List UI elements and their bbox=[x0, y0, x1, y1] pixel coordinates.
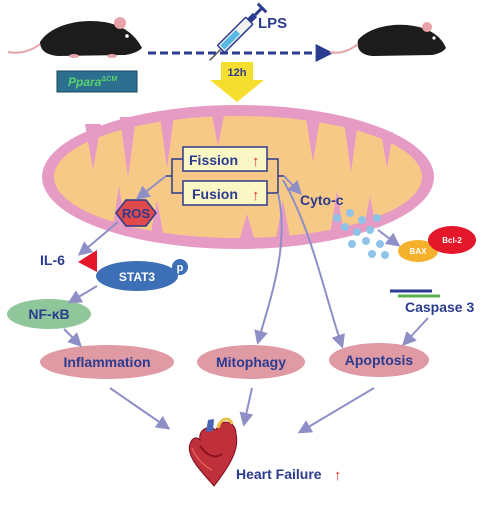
lps-label: LPS bbox=[258, 15, 287, 32]
inflammation-oval bbox=[40, 345, 174, 379]
syringe-icon bbox=[209, 2, 268, 61]
genotype-badge: PparaΔCM bbox=[56, 70, 138, 93]
genotype-gene: Ppara bbox=[68, 75, 102, 89]
bax-oval bbox=[398, 240, 438, 262]
mouse-icon bbox=[329, 22, 446, 56]
time-arrow bbox=[210, 62, 264, 102]
heart-failure-up-arrow: ↑ bbox=[334, 467, 342, 484]
caspase-icon bbox=[390, 289, 440, 298]
arrow-mito-to-cytoc bbox=[283, 175, 302, 196]
fusion-label: Fusion bbox=[192, 186, 238, 202]
nfkb-oval bbox=[7, 299, 91, 329]
pathway-arrows bbox=[63, 175, 429, 434]
il6-label: IL-6 bbox=[40, 252, 65, 268]
time-label: 12h bbox=[228, 67, 247, 79]
cytoc-label: Cyto-c bbox=[300, 192, 344, 208]
genotype-superscript: ΔCM bbox=[101, 76, 117, 83]
arrow-ros-to-il6 bbox=[77, 221, 119, 256]
nfkb-label: NF-κB bbox=[28, 306, 69, 322]
fission-box bbox=[182, 146, 268, 172]
arrow-fission-to-ros bbox=[135, 175, 167, 200]
arrow-fusion-to-mitophagy bbox=[254, 192, 283, 345]
inflammation-label: Inflammation bbox=[63, 354, 150, 370]
mitophagy-label: Mitophagy bbox=[216, 354, 286, 370]
arrow-caspase-to-apoptosis bbox=[402, 317, 429, 347]
bax-label: BAX bbox=[410, 247, 428, 256]
arrow-fusion-to-apoptosis bbox=[282, 179, 345, 349]
fission-up-arrow: ↑ bbox=[252, 153, 260, 170]
fusion-up-arrow: ↑ bbox=[252, 187, 260, 204]
caspase3-label: Caspase 3 bbox=[405, 299, 474, 315]
cytoc-dots bbox=[333, 209, 389, 259]
heart-icon bbox=[188, 417, 238, 487]
mitophagy-oval bbox=[197, 345, 305, 379]
bcl2-oval bbox=[428, 226, 476, 254]
mitochondrion bbox=[42, 105, 434, 249]
arrow-mitophagy-to-heart bbox=[239, 387, 254, 427]
ros-label: ROS bbox=[122, 206, 151, 221]
phospho-label: p bbox=[177, 262, 184, 274]
fusion-box bbox=[182, 180, 268, 206]
heart-failure-label: Heart Failure bbox=[236, 466, 322, 482]
arrow-stat3-to-nfkb bbox=[67, 285, 98, 304]
ros-hexagon bbox=[115, 199, 157, 227]
svg-text:PparaΔCM: PparaΔCM bbox=[68, 75, 117, 89]
arrow-nfkb-to-inflammation bbox=[63, 328, 82, 347]
fission-label: Fission bbox=[189, 152, 238, 168]
apoptosis-label: Apoptosis bbox=[345, 352, 414, 368]
stat3-label: STAT3 bbox=[119, 270, 156, 284]
phospho-circle bbox=[172, 259, 188, 275]
mouse-icon bbox=[7, 17, 142, 58]
bcl2-label: Bcl-2 bbox=[442, 236, 462, 245]
arrow-cytoc-to-bax bbox=[377, 229, 401, 247]
left-bracket bbox=[166, 158, 183, 194]
right-bracket bbox=[267, 158, 284, 194]
arrow-inflammation-to-heart bbox=[109, 387, 171, 430]
stat3-oval bbox=[96, 261, 178, 291]
arrow-apoptosis-to-heart bbox=[297, 387, 375, 434]
apoptosis-oval bbox=[329, 343, 429, 377]
